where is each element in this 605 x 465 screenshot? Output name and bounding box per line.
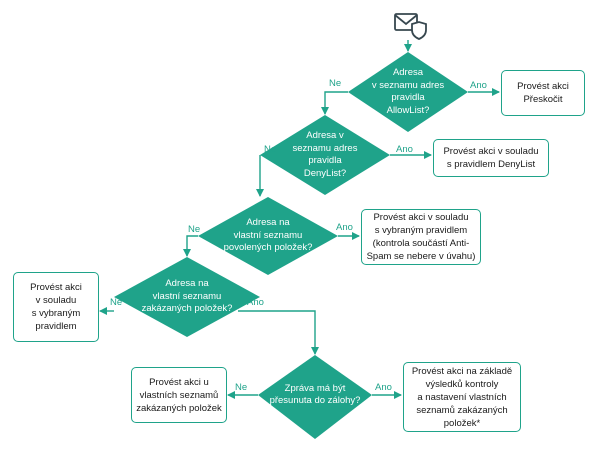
label-d2-no: Ne [264,144,277,155]
label-d5-yes: Ano [375,382,392,393]
label-d1-no: Ne [329,78,342,89]
decision-diamond-allowed-items [198,197,338,275]
decision-denied-items-text: Adresa na vlastní seznamu zakázaných pol… [141,278,233,315]
label-d3-no: Ne [188,224,201,235]
label-d4-no: Ne [110,297,123,308]
edge-d3-no [183,235,198,257]
label-d4-yes: Ano [247,297,264,308]
action-skip-box: Provést akci Přeskočit [501,70,585,116]
action-denylist-box: Provést akci v souladu s pravidlem DenyL… [433,139,549,177]
mail-shield-icon [394,13,427,40]
decision-backup-text: Zpráva má být přesunuta do zálohy? [269,382,361,407]
decision-diamond-denied-items [114,257,260,337]
decision-diamond-denylist [260,115,390,195]
action-scan-results-box: Provést akci na základě výsledků kontrol… [403,362,521,432]
decision-diamond-allowlist [348,52,468,132]
edge-d4-yes [238,310,319,355]
decision-allowlist-text: Adresa v seznamu adres pravidla AllowLis… [371,67,445,116]
action-custom-denylist-box: Provést akci u vlastních seznamů zakázan… [131,367,227,423]
action-comply-rule-box: Provést akci v souladu s vybraným pravid… [13,272,99,342]
label-d2-yes: Ano [396,144,413,155]
decision-denylist-text: Adresa v seznamu adres pravidla DenyList… [292,130,358,179]
decision-allowed-items-text: Adresa na vlastní seznamu povolených pol… [223,217,313,254]
label-d3-yes: Ano [336,222,353,233]
decision-diamond-backup [258,355,372,439]
action-selected-rule-box: Provést akci v souladu s vybraným pravid… [361,209,481,265]
label-d5-no: Ne [235,382,248,393]
label-d1-yes: Ano [470,80,487,91]
edge-d1-no [321,91,348,115]
